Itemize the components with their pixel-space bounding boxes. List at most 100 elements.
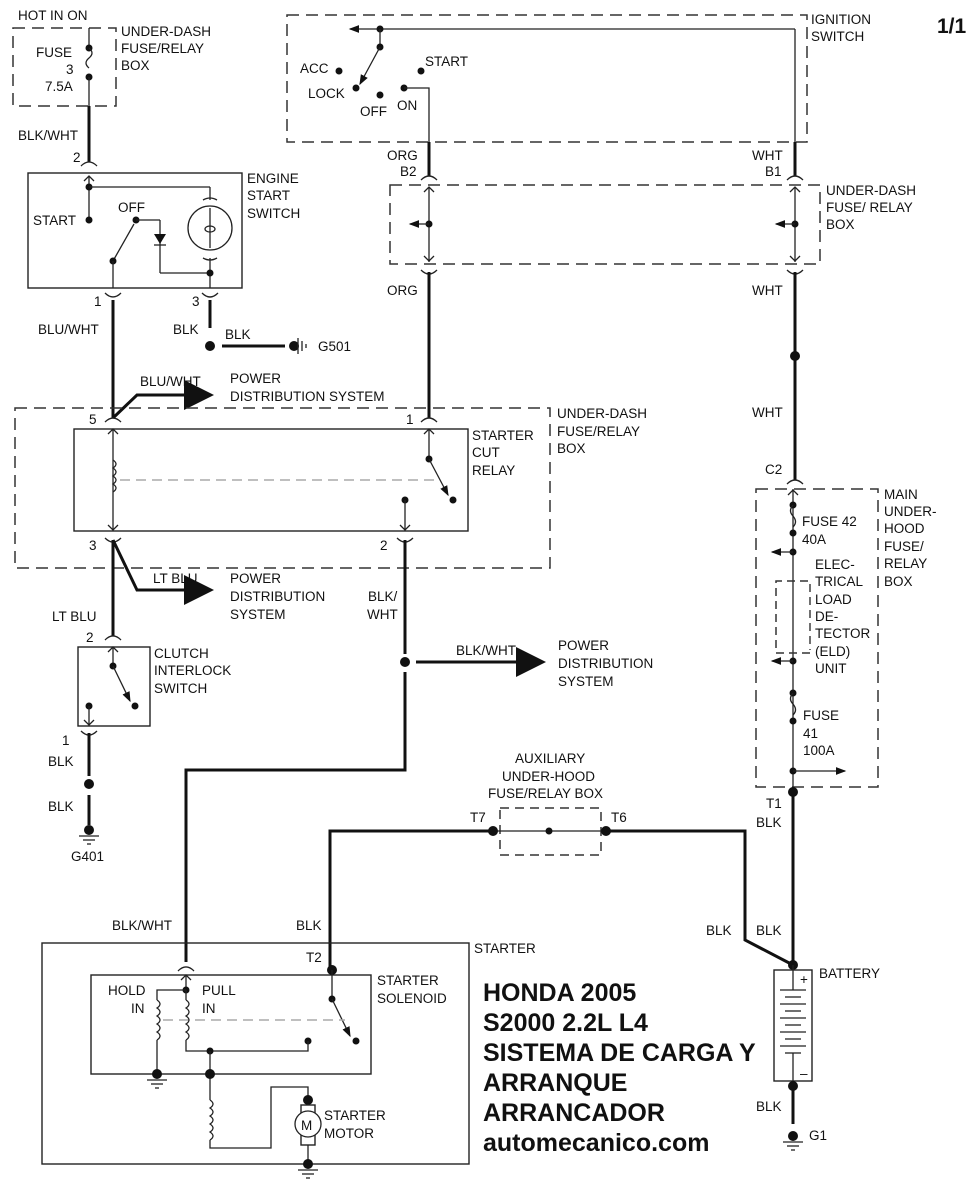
eld-unit-label: LOAD [815, 592, 852, 607]
fuse-42-icon [789, 504, 797, 528]
connector-pin: C2 [765, 462, 782, 477]
hot-in-on-label: HOT IN ON [18, 8, 88, 23]
page-indicator: 1/1 [937, 15, 967, 38]
connector-pin: B2 [400, 164, 417, 179]
fuse-41-rating: 100A [803, 743, 835, 758]
starter-cut-relay-label: STARTER [472, 428, 534, 443]
wire-label: BLK/WHT [456, 643, 516, 658]
ground-g501-icon [289, 341, 299, 351]
connector-pin: T1 [766, 796, 782, 811]
fuse-41-number: 41 [803, 726, 818, 741]
engine-start-switch-label: ENGINE [247, 171, 299, 186]
title-line: ARRANCADOR [483, 1099, 665, 1127]
eld-unit-label: (ELD) [815, 644, 850, 659]
main-box-label: BOX [884, 574, 913, 589]
starter-motor-label: MOTOR [324, 1126, 374, 1141]
wire-label: BLK [296, 918, 322, 933]
title-line: SISTEMA DE CARGA Y [483, 1039, 756, 1067]
underdash-box-label: BOX [826, 217, 855, 232]
title-block: HONDA 2005 S2000 2.2L L4 SISTEMA DE CARG… [483, 979, 756, 1157]
wire-label: BLK [756, 923, 782, 938]
title-line: ARRANQUE [483, 1069, 627, 1097]
ignition-switch-label: SWITCH [811, 29, 864, 44]
ground-g401-label: G401 [71, 849, 104, 864]
starter-solenoid-label: STARTER [377, 973, 439, 988]
connector-pin: T6 [611, 810, 627, 825]
wire-label: WHT [752, 283, 783, 298]
fuse-42-rating: 40A [802, 532, 826, 547]
start-position-label: START [33, 213, 76, 228]
wire-label: BLK [756, 815, 782, 830]
ignition-switch-label: IGNITION [811, 12, 871, 27]
main-underhood-fuse-box: FUSE 42 40A ELEC- TRICAL LOAD DE- TECTOR… [755, 487, 937, 788]
field-coil-icon [208, 1099, 214, 1141]
power-dist-label: POWER [230, 371, 281, 386]
starter-cut-relay-label: RELAY [472, 463, 515, 478]
fuse-41-icon [789, 692, 797, 716]
wire-label: BLK [756, 1099, 782, 1114]
wire-blk-t6 [606, 829, 794, 967]
start-position-label: START [425, 54, 468, 69]
connector-pin: T7 [470, 810, 486, 825]
underdash-box-label: FUSE/RELAY [557, 424, 640, 439]
power-dist-label: SYSTEM [558, 674, 614, 689]
connector-pin: 1 [62, 733, 70, 748]
underdash-fuse-box-outline [12, 27, 117, 107]
wire-label: BLU/WHT [38, 322, 99, 337]
wire-label: LT BLU [153, 571, 198, 586]
starter-label: STARTER [474, 941, 536, 956]
power-dist-label: DISTRIBUTION [558, 656, 653, 671]
connector-pin: B1 [765, 164, 782, 179]
clutch-switch-label: INTERLOCK [154, 663, 231, 678]
off-position-label: OFF [118, 200, 145, 215]
fuse-3-icon [85, 47, 93, 69]
power-dist-label: SYSTEM [230, 607, 286, 622]
ground-icon [303, 1159, 313, 1169]
wire-label: BLK [48, 799, 74, 814]
starter-cut-relay-label: CUT [472, 445, 500, 460]
main-box-label: RELAY [884, 556, 927, 571]
power-dist-label: POWER [230, 571, 281, 586]
title-line: S2000 2.2L L4 [483, 1009, 648, 1037]
power-dist-label: POWER [558, 638, 609, 653]
pull-in-label: IN [202, 1001, 216, 1016]
aux-underhood-fuse-box: AUXILIARY UNDER-HOOD FUSE/RELAY BOX T7 T… [470, 751, 627, 856]
engine-start-switch-label: SWITCH [247, 206, 300, 221]
connector-pin: 1 [406, 412, 414, 427]
wire-label: BLK [173, 322, 199, 337]
connector-pin: 3 [192, 294, 200, 309]
starter-cut-relay: STARTER CUT RELAY UNDER-DASH FUSE/RELAY … [14, 406, 647, 569]
fuse-3-label: FUSE [36, 45, 72, 60]
eld-unit-label: TECTOR [815, 626, 871, 641]
pull-in-label: PULL [202, 983, 236, 998]
connector-pin: 3 [89, 538, 97, 553]
ignition-switch: ACC LOCK OFF ON START IGNITION SWITCH [286, 12, 871, 143]
ground-g1-icon [788, 1131, 798, 1141]
battery-label: BATTERY [819, 966, 880, 981]
main-box-label: UNDER- [884, 504, 937, 519]
main-box-label: MAIN [884, 487, 918, 502]
battery-minus-label: – [800, 1066, 808, 1081]
ground-g401-icon [84, 825, 94, 835]
motor-icon [294, 1110, 322, 1138]
connector-pin: 5 [89, 412, 97, 427]
motor-symbol: M [301, 1118, 312, 1133]
starter-motor-label: STARTER [324, 1108, 386, 1123]
connector-pin: 2 [86, 630, 94, 645]
title-line: HONDA 2005 [483, 979, 636, 1007]
wire-label: BLK [706, 923, 732, 938]
underdash-box-label: UNDER-DASH [557, 406, 647, 421]
branch-blu-wht [111, 380, 214, 420]
on-position-label: ON [397, 98, 417, 113]
wire-label: ORG [387, 283, 418, 298]
wire-label: WHT [752, 405, 783, 420]
battery-plus-label: + [800, 972, 808, 987]
power-dist-label: DISTRIBUTION [230, 589, 325, 604]
wire-label: BLU/WHT [140, 374, 201, 389]
acc-position-label: ACC [300, 61, 329, 76]
wire-label: BLK/WHT [112, 918, 172, 933]
clutch-interlock-switch: CLUTCH INTERLOCK SWITCH [77, 646, 231, 727]
fuse-42-label: FUSE 42 [802, 514, 857, 529]
connector-pin: T2 [306, 950, 322, 965]
